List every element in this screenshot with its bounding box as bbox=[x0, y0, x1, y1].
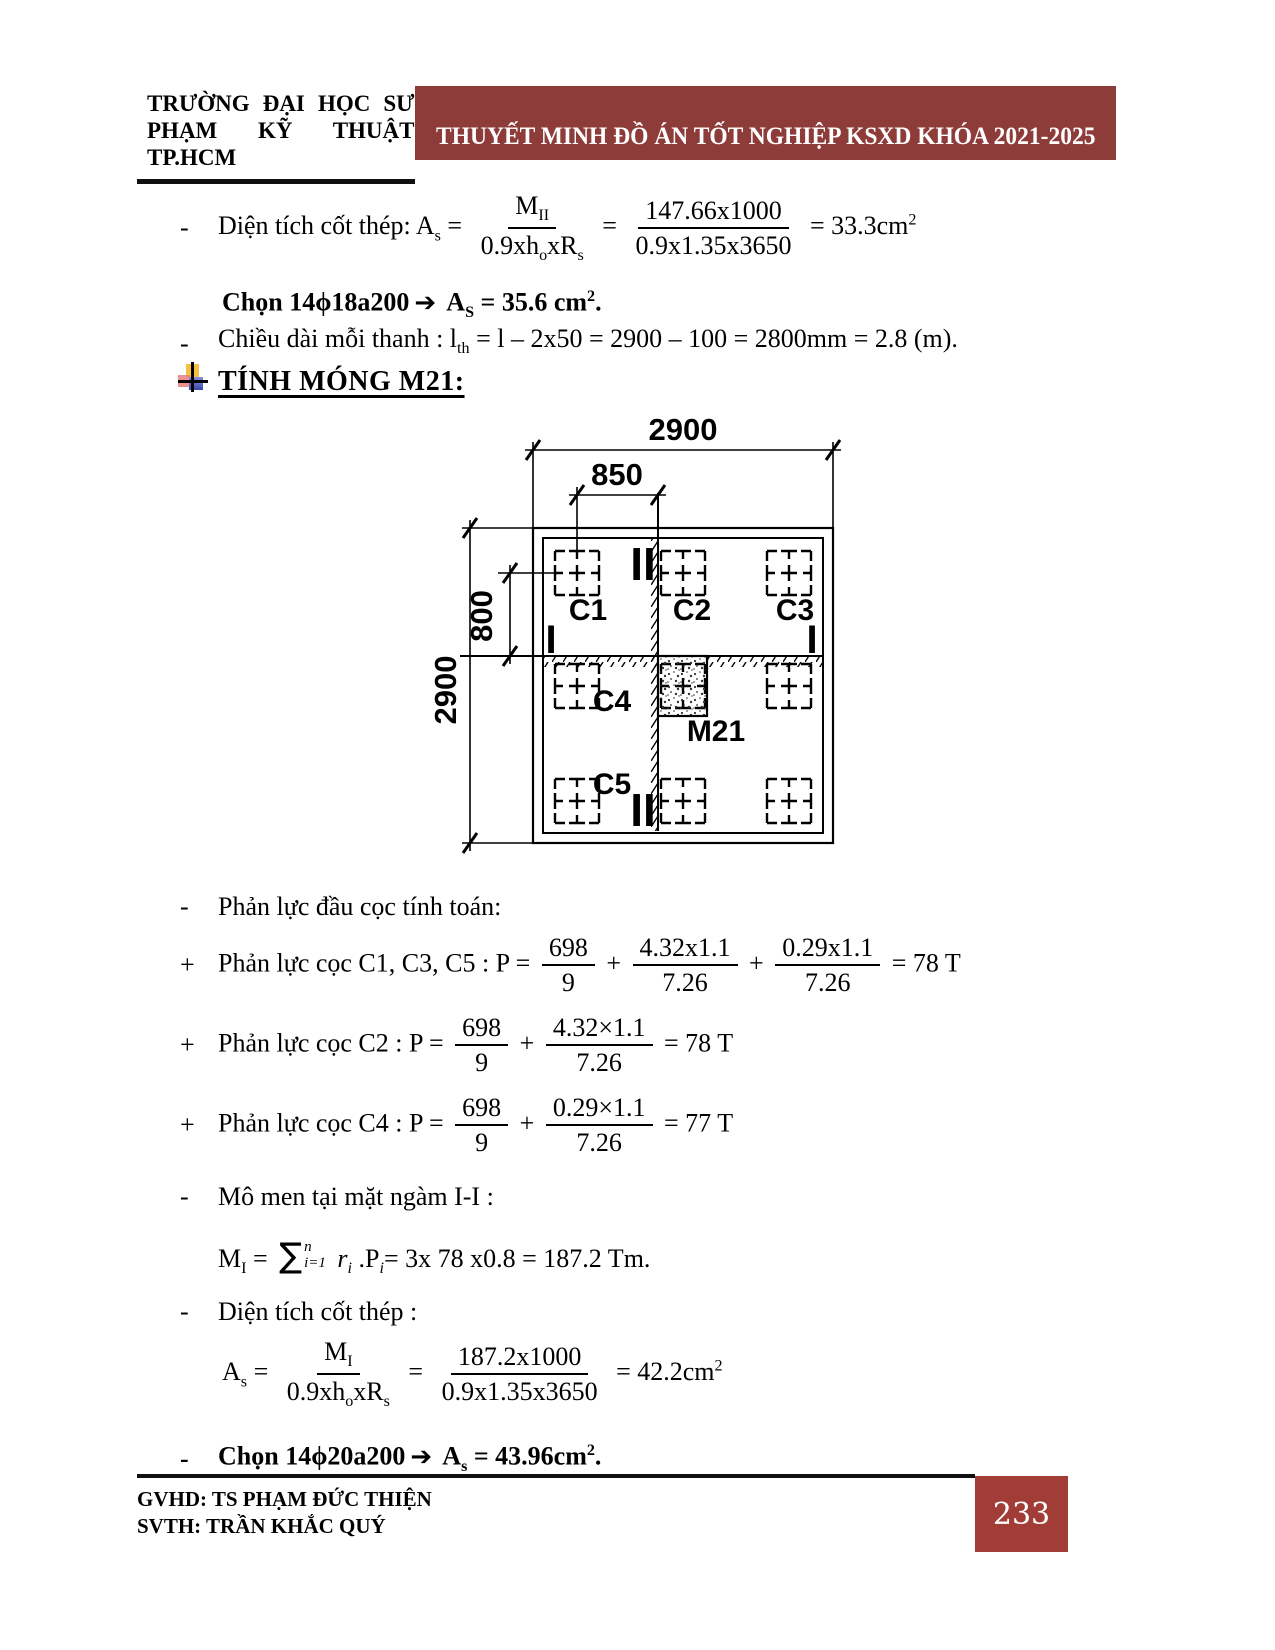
section-mark-i-right: I bbox=[806, 618, 817, 662]
dimension-top-2900 bbox=[524, 439, 842, 527]
dimension-top-2900-label: 2900 bbox=[649, 412, 718, 447]
dimension-800-label: 800 bbox=[464, 590, 499, 642]
thesis-banner: THUYẾT MINH ĐỒ ÁN TỐT NGHIỆP KSXD KHÓA 2… bbox=[414, 86, 1116, 160]
footer-divider bbox=[137, 1474, 975, 1478]
reaction-intro-line: - Phản lực đầu cọc tính toán: bbox=[180, 891, 501, 923]
moment-heading-text: Mô men tại mặt ngàm I-I : bbox=[218, 1182, 494, 1211]
list-marker: + bbox=[180, 1110, 195, 1139]
rebar-selection-m21: - Chọn 14ϕ20a200➔ As = 43.96cm2. bbox=[180, 1435, 601, 1483]
pile-label-c3: C3 bbox=[776, 594, 814, 627]
list-marker: + bbox=[180, 950, 195, 979]
bar-length-line: - Chiều dài mỗi thanh : lth = l – 2x50 =… bbox=[180, 323, 958, 365]
list-marker: - bbox=[180, 213, 189, 242]
dimension-850-label: 850 bbox=[591, 457, 643, 492]
page-header: TRƯỜNG ĐẠI HỌC SƯ PHẠM KỸ THUẬT TP.HCM T… bbox=[137, 86, 1116, 184]
section-ii-hatch bbox=[647, 538, 658, 831]
foundation-plan-svg: II II I I C1 C2 C3 C4 C5 M21 2900 bbox=[428, 412, 842, 854]
reaction-intro-text: Phản lực đầu cọc tính toán: bbox=[218, 892, 502, 921]
area-heading-text: Diện tích cốt thép : bbox=[218, 1297, 418, 1326]
pile-icon bbox=[765, 662, 813, 710]
bar-length-text: Chiều dài mỗi thanh : lth = l – 2x50 = 2… bbox=[218, 324, 958, 358]
rebar-selection-text: Chọn 14ϕ18a200➔ AS = 35.6 cm2. bbox=[222, 287, 602, 321]
pile-label-c5: C5 bbox=[593, 768, 631, 801]
colored-plus-bullet-icon bbox=[176, 362, 208, 394]
pile-icon bbox=[659, 777, 707, 825]
dimension-800 bbox=[498, 562, 554, 667]
footer-credits: GVHD: TS PHẠM ĐỨC THIỆN SVTH: TRẦN KHẮC … bbox=[137, 1486, 432, 1540]
section-mark-ii-top: II bbox=[630, 538, 656, 590]
pile-icon bbox=[553, 549, 601, 597]
university-block: TRƯỜNG ĐẠI HỌC SƯ PHẠM KỸ THUẬT TP.HCM bbox=[137, 86, 415, 184]
rebar-selection-text: Chọn 14ϕ20a200➔ As = 43.96cm2. bbox=[218, 1441, 602, 1475]
bullet-cross-vertical bbox=[191, 362, 194, 392]
list-marker: - bbox=[180, 1297, 189, 1326]
moment-heading-line: - Mô men tại mặt ngàm I-I : bbox=[180, 1181, 494, 1213]
footer-supervisor: GVHD: TS PHẠM ĐỨC THIỆN bbox=[137, 1487, 432, 1511]
rebar-selection-m22: Chọn 14ϕ18a200➔ AS = 35.6 cm2. bbox=[222, 281, 602, 329]
section-mark-i-left: I bbox=[545, 618, 556, 662]
section-heading-m21: TÍNH MÓNG M21: bbox=[218, 366, 465, 397]
footing-outer-outline bbox=[531, 526, 835, 845]
section-i-hatch-right bbox=[707, 656, 823, 667]
section-mark-ii-bottom: II bbox=[630, 784, 656, 836]
page-number-box: 233 bbox=[975, 1476, 1068, 1552]
university-city: TP.HCM bbox=[147, 145, 237, 170]
foundation-plan-figure: II II I I C1 C2 C3 C4 C5 M21 2900 bbox=[420, 398, 890, 865]
pile-label-c1: C1 bbox=[569, 594, 607, 627]
list-marker: - bbox=[180, 1443, 189, 1473]
footer-student: SVTH: TRẦN KHẮC QUÝ bbox=[137, 1514, 386, 1538]
pile-icon bbox=[659, 549, 707, 597]
area-heading-line: - Diện tích cốt thép : bbox=[180, 1296, 417, 1328]
list-marker: - bbox=[180, 892, 189, 921]
pile-icon bbox=[765, 777, 813, 825]
footing-inner-outline bbox=[542, 537, 824, 834]
dimension-left-2900-label: 2900 bbox=[428, 656, 463, 725]
dimension-850 bbox=[568, 484, 667, 550]
page-number: 233 bbox=[992, 1496, 1051, 1532]
pile-label-c2: C2 bbox=[673, 594, 711, 627]
thesis-banner-title: THUYẾT MINH ĐỒ ÁN TỐT NGHIỆP KSXD KHÓA 2… bbox=[435, 123, 1095, 150]
bullet-cross-horizontal bbox=[178, 380, 208, 383]
pile-icon bbox=[765, 549, 813, 597]
list-marker: + bbox=[180, 1030, 195, 1059]
column-m21-section bbox=[656, 654, 709, 718]
section-i-hatch-left bbox=[543, 656, 658, 667]
column-label-m21: M21 bbox=[687, 715, 745, 748]
list-marker: - bbox=[180, 1182, 189, 1211]
dimension-left-2900 bbox=[461, 517, 532, 854]
university-name: TRƯỜNG ĐẠI HỌC SƯ PHẠM KỸ THUẬT bbox=[147, 91, 415, 143]
pile-label-c4: C4 bbox=[593, 685, 632, 718]
list-marker: - bbox=[180, 329, 189, 359]
